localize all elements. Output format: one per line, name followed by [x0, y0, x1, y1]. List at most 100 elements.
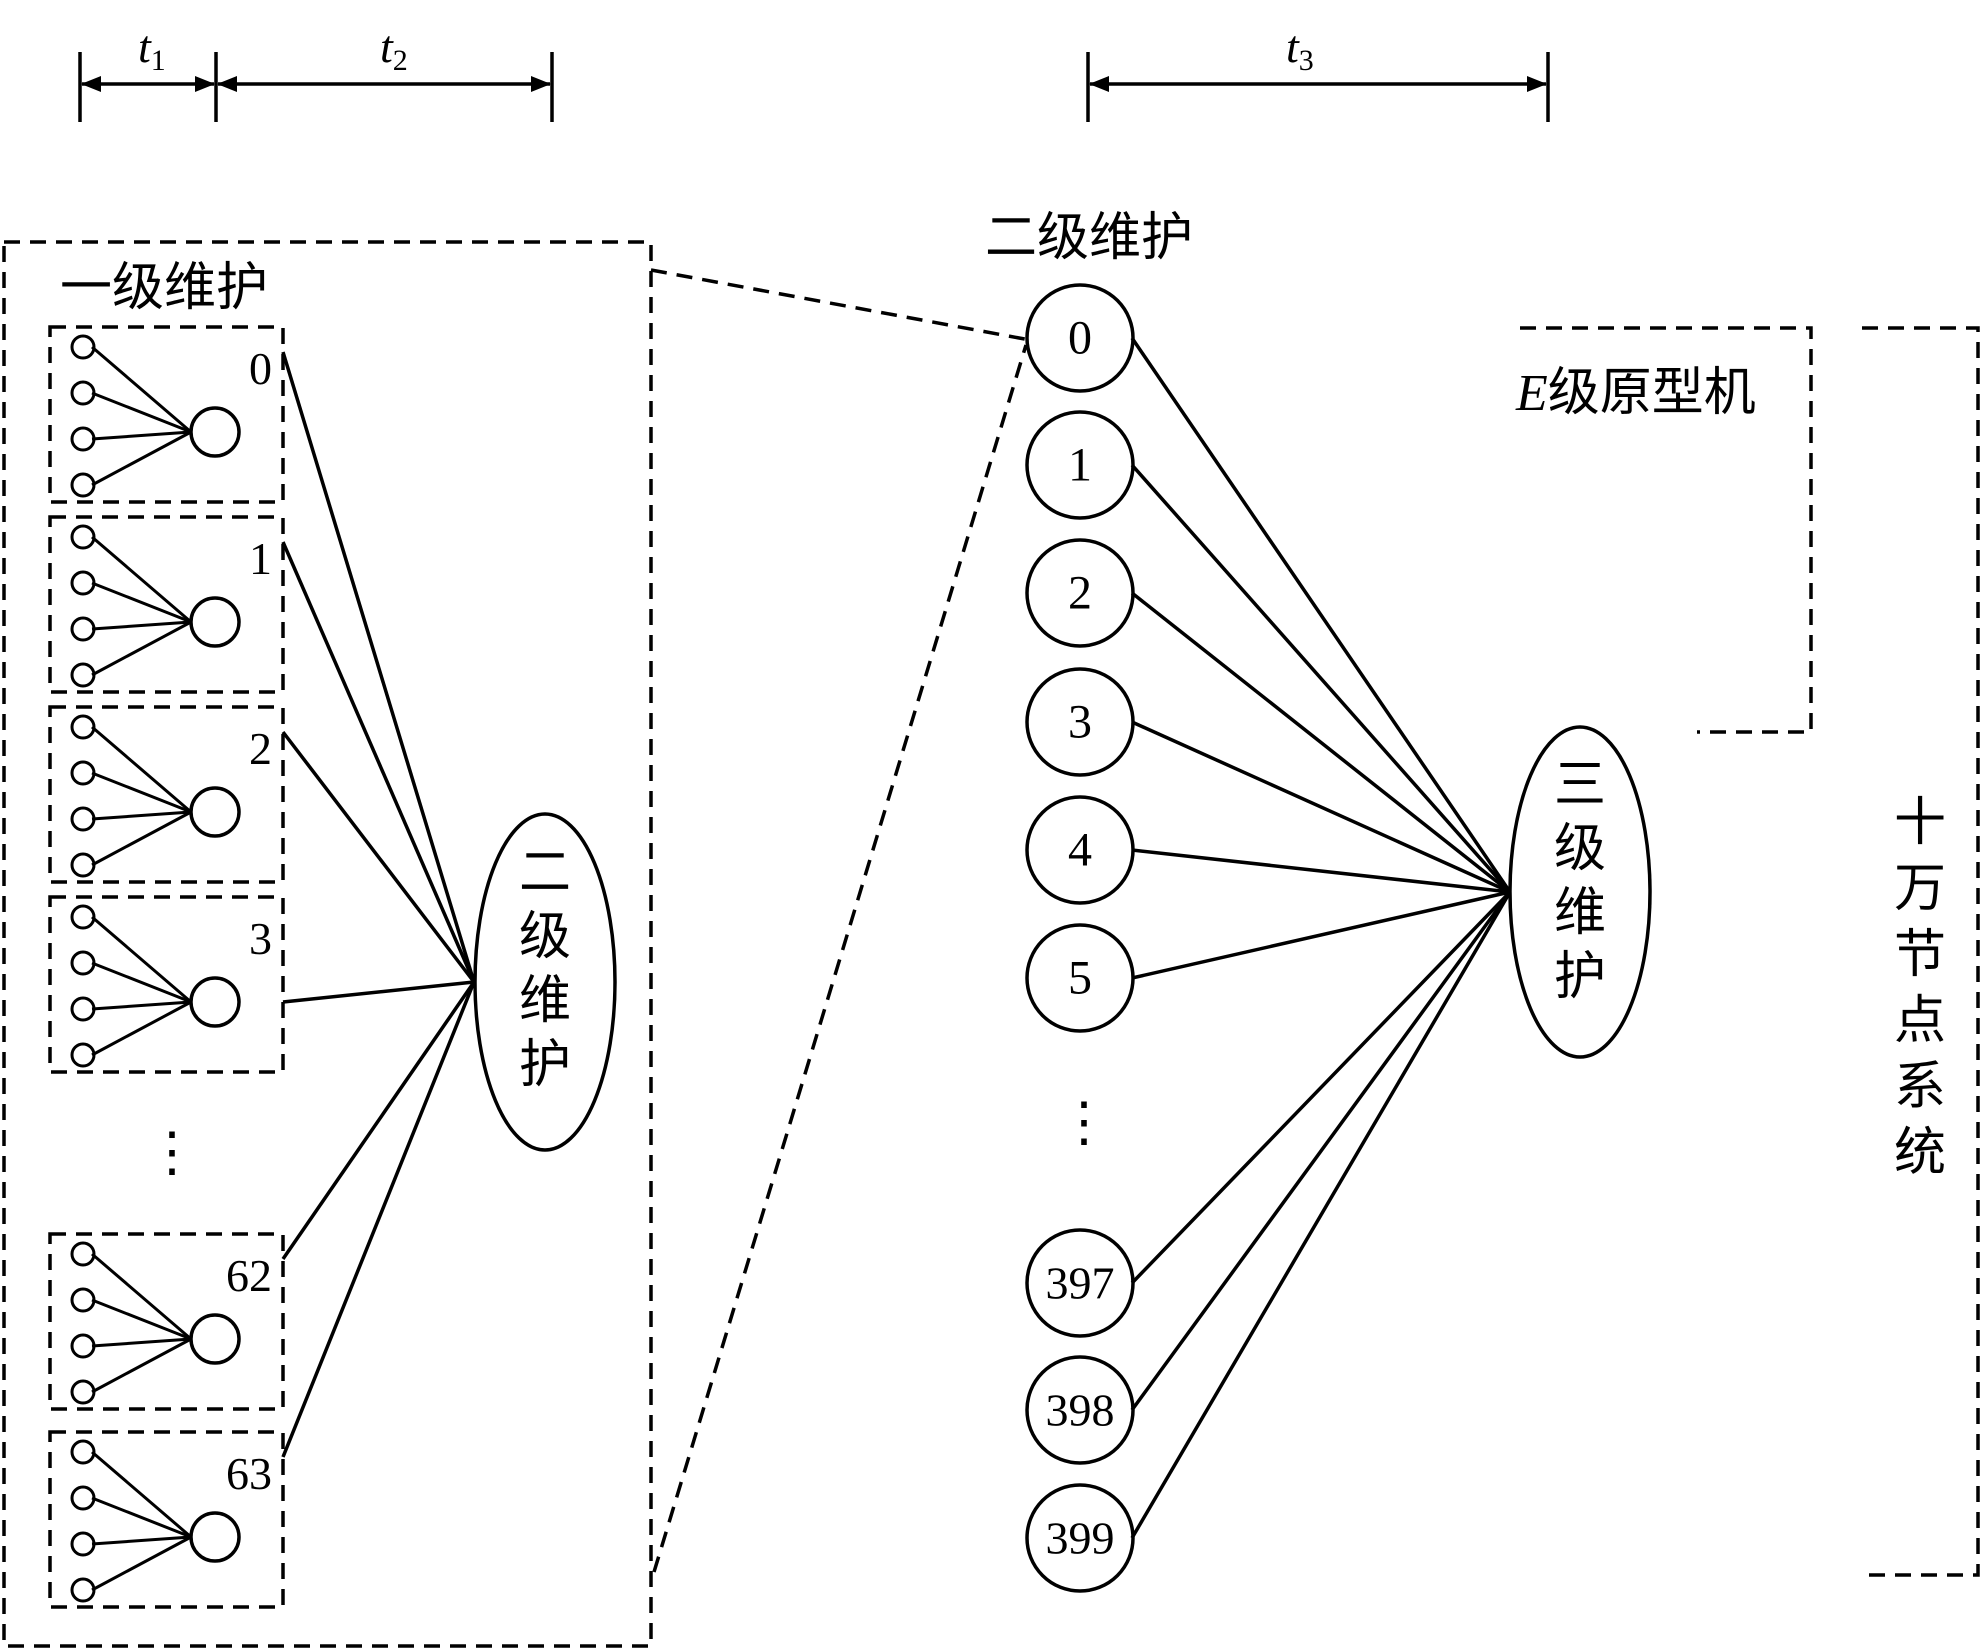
timing-ruler-right: t3	[1086, 21, 1550, 122]
leaf-node	[70, 996, 96, 1022]
level1-group: 0	[48, 325, 285, 504]
t1-label: t1	[138, 21, 166, 77]
leaf-link	[91, 1535, 192, 1592]
leaf-link	[91, 1000, 192, 1057]
level2-node-label: 4	[1068, 824, 1092, 877]
group-to-hub-link	[281, 981, 476, 1260]
leaf-node	[70, 760, 96, 786]
leaf-node	[70, 714, 96, 740]
level2-node: 398	[1025, 890, 1512, 1465]
node-to-hub-link	[1131, 890, 1511, 980]
leaf-node	[70, 1531, 96, 1557]
level1-title: 一级维护	[60, 258, 268, 318]
group-label: 1	[249, 533, 272, 584]
level2-hub-char: 二	[519, 843, 571, 903]
leaf-node	[70, 662, 96, 688]
level2-node: 399	[1025, 891, 1512, 1593]
group-head-node	[189, 1313, 241, 1365]
level2-node-label: 5	[1068, 952, 1092, 1005]
leaf-link	[91, 915, 192, 1004]
level2-hub-char: 维	[519, 971, 571, 1031]
zoom-line-bottom	[652, 344, 1028, 1573]
group-box	[48, 1232, 285, 1411]
group-head-node	[189, 976, 241, 1028]
group-to-hub-links	[281, 351, 476, 1458]
leaf-node	[70, 1042, 96, 1068]
level2-node-label: 3	[1068, 696, 1092, 749]
level1-group: 1	[48, 515, 285, 694]
node-to-hub-link	[1130, 591, 1512, 894]
leaf-node	[70, 616, 96, 642]
level2-hub: 二级维护	[473, 812, 617, 1152]
node-to-hub-link	[1130, 890, 1512, 1285]
level2-node: 0	[1025, 283, 1512, 893]
level2-node: 2	[1025, 538, 1512, 894]
leaf-link	[91, 535, 192, 624]
group-box	[48, 705, 285, 884]
level2-hub-label: 二级维护	[519, 843, 571, 1095]
group-box	[48, 895, 285, 1074]
leaf-node	[70, 1241, 96, 1267]
leaf-node	[70, 1379, 96, 1405]
level1-group: 63	[48, 1430, 285, 1609]
leaf-link	[91, 620, 192, 677]
level1-group: 2	[48, 705, 285, 884]
leaf-link	[91, 810, 192, 821]
level1-cluster-box	[2, 240, 653, 1648]
group-to-hub-link	[281, 541, 476, 983]
leaf-link	[91, 771, 192, 814]
system-label-char: 万	[1894, 859, 1946, 919]
group-head-node	[189, 596, 241, 648]
level2-node: 4	[1025, 795, 1511, 905]
leaf-link	[91, 620, 192, 631]
level2-node-circle	[1025, 667, 1135, 777]
system-bracket	[1862, 326, 1980, 1577]
system-label-char: 系	[1894, 1057, 1946, 1117]
t2-label: t2	[380, 21, 408, 77]
group-head-node	[189, 406, 241, 458]
level2-node-circle	[1025, 795, 1135, 905]
level2-node-label: 399	[1046, 1513, 1115, 1564]
leaf-node	[70, 524, 96, 550]
level2-hub-char: 级	[519, 907, 571, 967]
level1-group: 3	[48, 895, 285, 1074]
system-label-char: 点	[1894, 991, 1946, 1051]
leaf-link	[91, 391, 192, 434]
group-box	[48, 1430, 285, 1609]
group-to-hub-link	[281, 981, 476, 1458]
system-label-char: 节	[1894, 925, 1946, 985]
node-to-hub-link	[1130, 337, 1512, 893]
group-to-hub-link	[281, 351, 476, 983]
leaf-node	[70, 1485, 96, 1511]
level1-ellipsis: ⋮	[145, 1122, 199, 1182]
leaf-node	[70, 334, 96, 360]
leaf-link	[91, 1496, 192, 1539]
leaf-link	[91, 1252, 192, 1341]
leaf-link	[91, 725, 192, 814]
leaf-node	[70, 1287, 96, 1313]
group-head-node	[189, 1511, 241, 1563]
level3-hub-char: 维	[1554, 883, 1606, 943]
t3-label: t3	[1286, 21, 1314, 77]
leaf-link	[91, 345, 192, 434]
level2-node: 3	[1025, 667, 1511, 894]
level2-node: 5	[1025, 890, 1511, 1033]
level2-node: 397	[1025, 890, 1512, 1338]
system-label-char: 统	[1894, 1123, 1946, 1183]
level2-node: 1	[1025, 410, 1512, 894]
leaf-node	[70, 426, 96, 452]
leaf-link	[91, 1337, 192, 1394]
leaf-link	[91, 1535, 192, 1546]
level2-node-circle	[1025, 1483, 1135, 1593]
system-label-char: 十	[1894, 793, 1946, 853]
leaf-node	[70, 380, 96, 406]
leaf-node	[70, 472, 96, 498]
node-to-hub-link	[1131, 720, 1511, 894]
group-label: 3	[249, 913, 272, 964]
level2-title: 二级维护	[985, 208, 1193, 268]
node-to-hub-link	[1130, 891, 1512, 1539]
level2-hub-char: 护	[519, 1035, 571, 1095]
